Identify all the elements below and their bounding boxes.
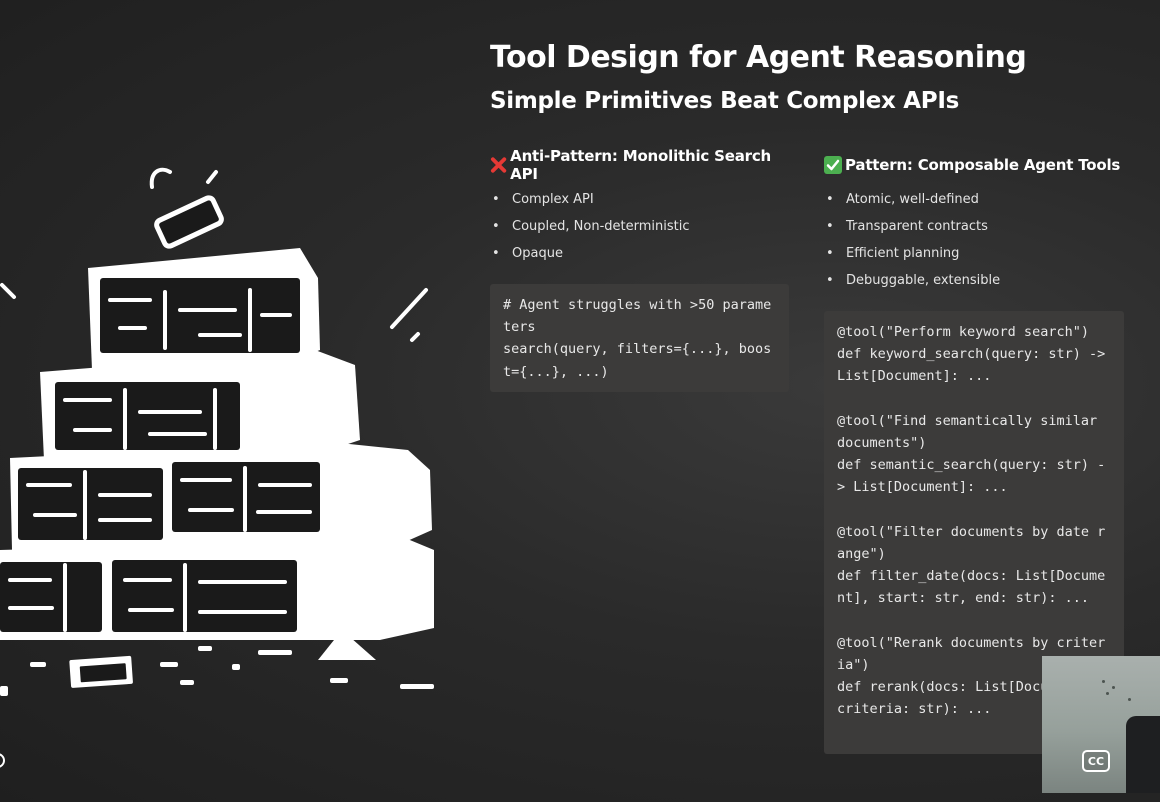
rubble-piece — [318, 630, 376, 660]
anti-pattern-heading-text: Anti-Pattern: Monolithic Search API — [510, 147, 771, 183]
slide-title: Tool Design for Agent Reasoning — [490, 40, 1027, 75]
closed-captions-button[interactable]: CC — [1082, 750, 1110, 772]
presenter-video-thumbnail[interactable] — [1042, 656, 1160, 793]
anti-pattern-bullet-list: Complex API Coupled, Non-deterministic O… — [490, 186, 790, 267]
cross-mark-icon — [490, 157, 507, 173]
anti-pattern-column: Anti-Pattern: Monolithic Search API Comp… — [490, 147, 790, 267]
motion-mark — [206, 170, 218, 184]
crumbling-brick-tower-illustration — [0, 167, 434, 696]
pattern-heading: Pattern: Composable Agent Tools — [824, 152, 1124, 178]
motion-mark — [390, 288, 428, 329]
pattern-bullet-list: Atomic, well-defined Transparent contrac… — [824, 186, 1124, 294]
bullet-item: Opaque — [490, 240, 790, 267]
check-mark-icon — [824, 156, 842, 174]
bullet-item: Transparent contracts — [824, 213, 1124, 240]
motion-mark — [0, 283, 16, 299]
motion-mark — [410, 332, 420, 342]
anti-pattern-code: # Agent struggles with >50 parameters se… — [503, 297, 772, 380]
bullet-item: Coupled, Non-deterministic — [490, 213, 790, 240]
pattern-heading-text: Pattern: Composable Agent Tools — [845, 156, 1121, 174]
playback-control-icon[interactable] — [0, 753, 5, 768]
motion-mark — [149, 167, 172, 189]
slide-subtitle: Simple Primitives Beat Complex APIs — [490, 88, 959, 114]
bullet-item: Complex API — [490, 186, 790, 213]
bullet-item: Efficient planning — [824, 240, 1124, 267]
falling-brick — [154, 195, 224, 249]
pattern-code: @tool("Perform keyword search") def keyw… — [837, 324, 1106, 718]
anti-pattern-code-block: # Agent struggles with >50 parameters se… — [490, 284, 789, 392]
pattern-column: Pattern: Composable Agent Tools Atomic, … — [824, 152, 1124, 294]
bullet-item: Atomic, well-defined — [824, 186, 1124, 213]
bullet-item: Debuggable, extensible — [824, 267, 1124, 294]
chair-shape — [1126, 716, 1160, 793]
anti-pattern-heading: Anti-Pattern: Monolithic Search API — [490, 147, 790, 183]
